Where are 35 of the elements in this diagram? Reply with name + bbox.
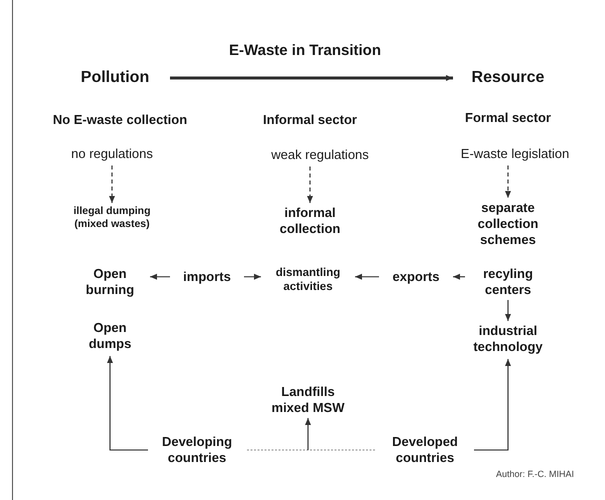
node-text: industrial technology: [460, 323, 556, 355]
author-credit: Author: F.-C. MIHAI: [494, 468, 576, 481]
node-text: recyling centers: [470, 266, 546, 298]
node-text: Developing countries: [152, 434, 242, 466]
arrow: [474, 359, 511, 451]
column-heading: No E-waste collection: [52, 111, 188, 129]
column-heading: Informal sector: [262, 111, 358, 129]
node-text: Resource: [458, 66, 558, 90]
node-text: no regulations: [47, 144, 177, 164]
node-text: Pollution: [65, 66, 165, 90]
arrow: [170, 75, 453, 81]
node-text: informal collection: [255, 205, 365, 237]
node-text: imports: [175, 267, 239, 286]
node-text: weak regulations: [255, 145, 385, 164]
arrow: [109, 166, 115, 203]
node-text: dismantling activities: [266, 266, 350, 294]
column-heading: Formal sector: [464, 109, 552, 127]
node-text: Developed countries: [380, 434, 470, 466]
node-text: Open dumps: [75, 320, 145, 352]
arrow: [150, 274, 170, 280]
title: E-Waste in Transition: [228, 41, 382, 61]
node-text: exports: [384, 267, 448, 286]
arrow: [307, 166, 313, 203]
node-text: illegal dumping (mixed wastes): [66, 205, 158, 231]
arrow: [355, 274, 379, 280]
arrow: [505, 166, 511, 198]
arrow: [244, 274, 261, 280]
arrow: [505, 300, 511, 321]
node-text: E-waste legislation: [445, 144, 585, 164]
arrow: [453, 274, 465, 280]
node-text: Landfills mixed MSW: [268, 384, 348, 416]
node-text: separate collection schemes: [453, 200, 563, 248]
node-text: Open burning: [75, 266, 145, 298]
arrow: [107, 356, 148, 451]
arrow: [305, 418, 311, 450]
